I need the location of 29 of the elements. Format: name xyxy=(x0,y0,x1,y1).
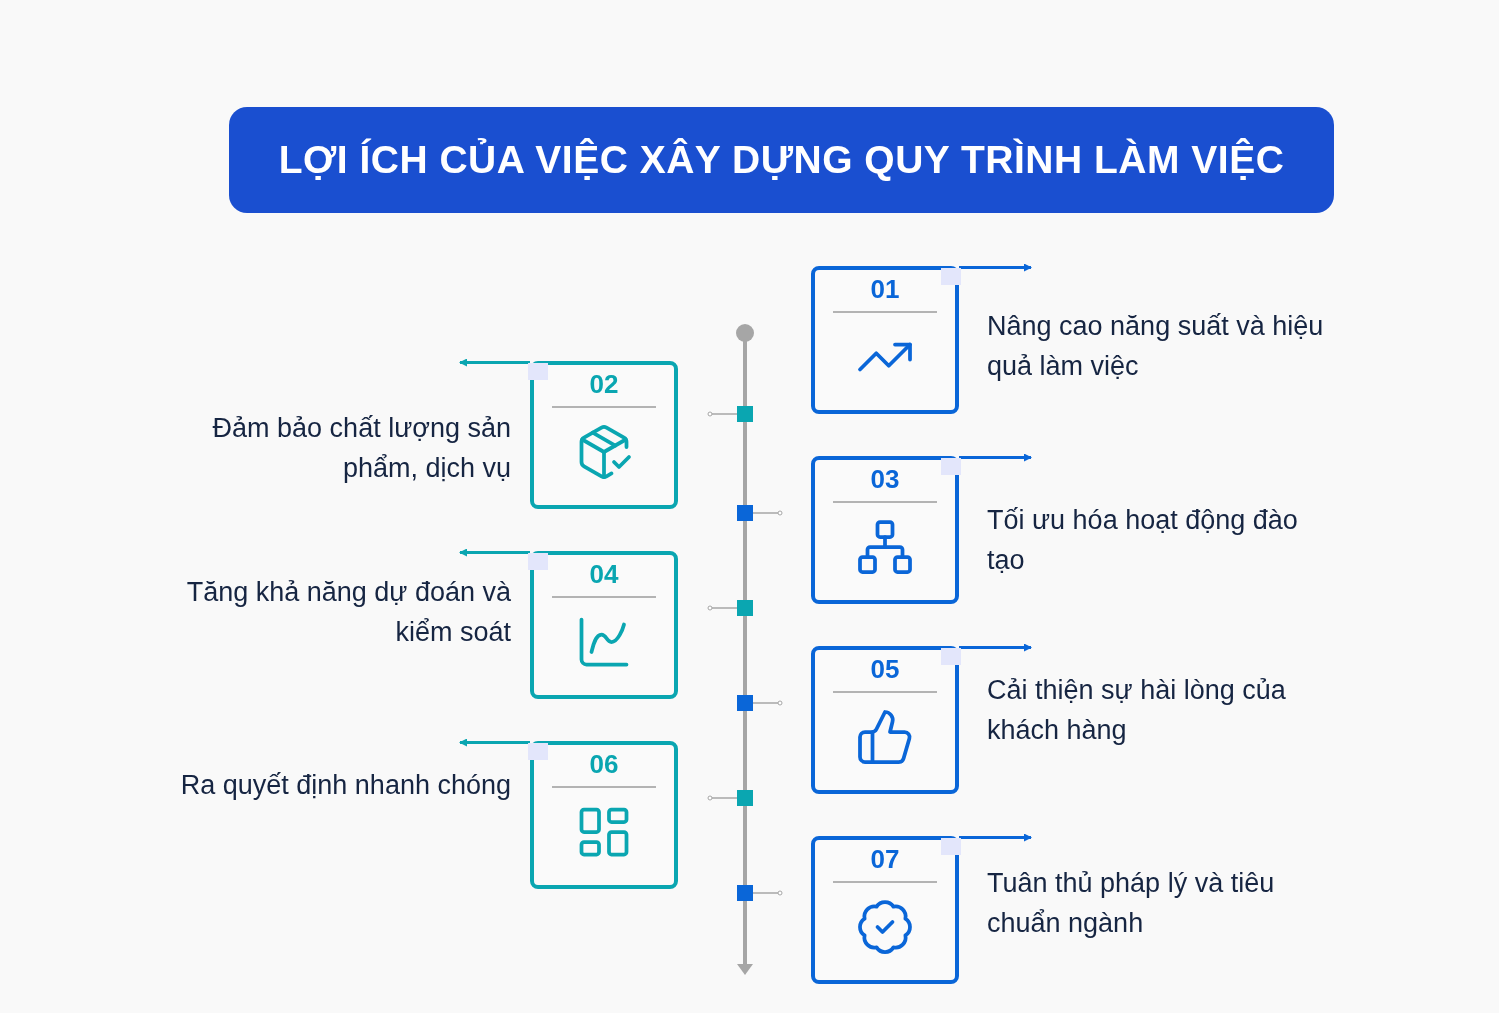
numbered-card xyxy=(530,551,678,699)
arrow xyxy=(959,833,1032,842)
numbered-card xyxy=(530,361,678,509)
numbered-card xyxy=(811,836,959,984)
arrow xyxy=(459,738,530,747)
benefit-text: Cải thiện sự hài lòng của khách hàng xyxy=(987,674,1287,747)
card-number: 07 xyxy=(870,843,900,875)
card-number: 05 xyxy=(870,653,900,685)
card-number: 06 xyxy=(589,748,619,780)
card-number: 03 xyxy=(870,463,900,495)
arrow xyxy=(959,453,1032,462)
title-banner: LỢI ÍCH CỦA VIỆC XÂY DỰNG QUY TRÌNH LÀM VIỆC xyxy=(229,107,1334,213)
benefit-text: Tăng khả năng dự đoán và kiểm soát xyxy=(185,576,511,649)
benefit-text: Ra quyết định nhanh chóng xyxy=(179,769,511,802)
numbered-card xyxy=(811,456,959,604)
benefit-text: Tuân thủ pháp lý và tiêu chuẩn ngành xyxy=(987,867,1276,940)
benefit-text: Nâng cao năng suất và hiệu quả làm việc xyxy=(987,310,1325,383)
card-number: 04 xyxy=(589,558,619,590)
numbered-card xyxy=(530,741,678,889)
numbered-card xyxy=(811,646,959,794)
arrow xyxy=(959,263,1032,272)
card-number: 02 xyxy=(589,368,619,400)
card-number: 01 xyxy=(870,273,900,305)
numbered-card xyxy=(811,266,959,414)
benefit-text: Đảm bảo chất lượng sản phẩm, dịch vụ xyxy=(211,412,511,485)
arrow xyxy=(959,643,1032,652)
arrow xyxy=(459,548,530,557)
benefit-text: Tối ưu hóa hoạt động đào tạo xyxy=(987,504,1299,577)
arrow xyxy=(459,358,530,367)
